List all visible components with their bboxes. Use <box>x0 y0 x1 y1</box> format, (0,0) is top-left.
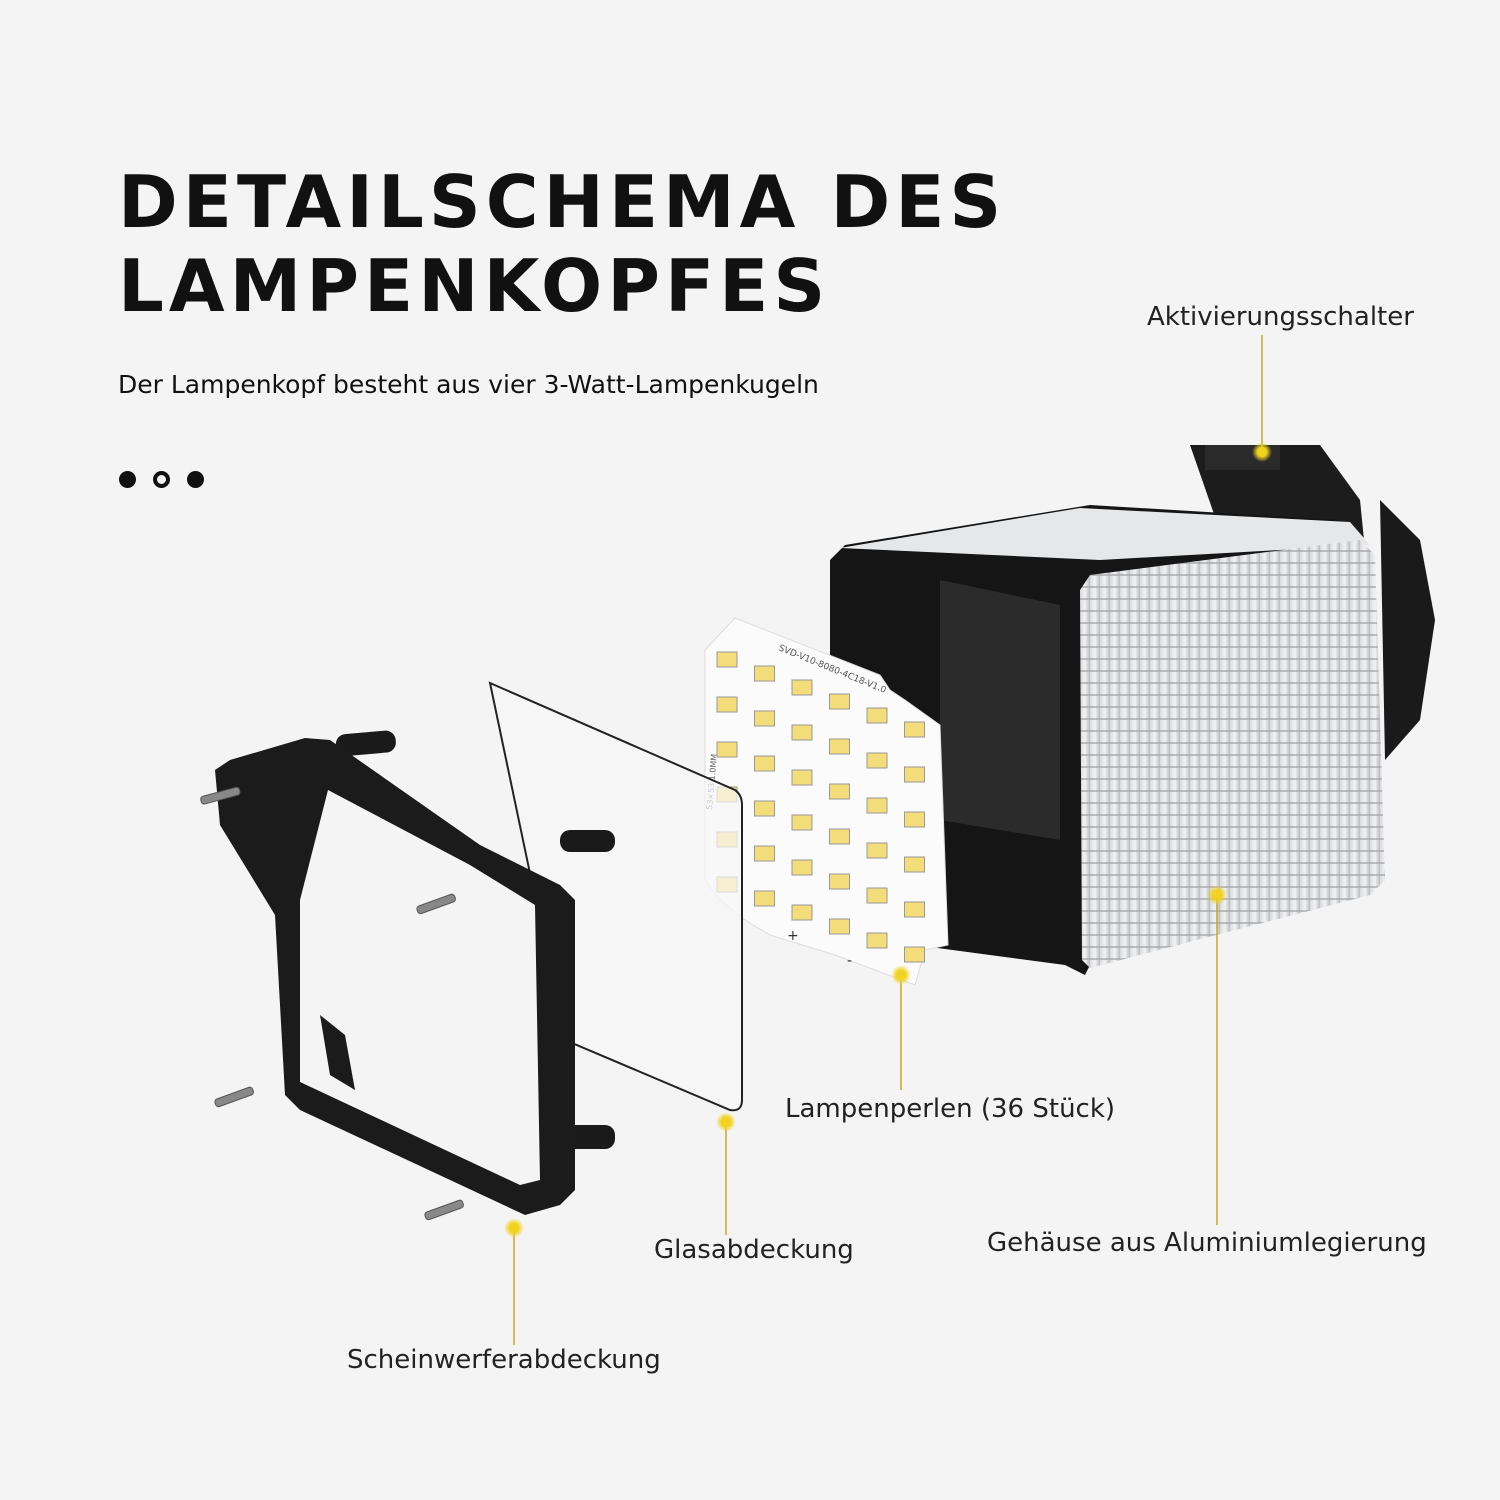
led-bead <box>866 887 888 904</box>
led-bead <box>866 707 888 724</box>
led-bead <box>904 766 925 783</box>
aluminium-housing <box>830 445 1435 975</box>
led-bead <box>904 946 925 963</box>
screw <box>214 1086 254 1108</box>
led-bead <box>716 651 738 668</box>
marker-switch <box>1252 442 1272 462</box>
label-headlight-cover: Scheinwerferabdeckung <box>347 1345 661 1375</box>
led-beads <box>716 651 925 963</box>
marker-housing <box>1207 885 1227 905</box>
led-board: SVD-V10-8080-4C18-V1.0 53×53 1.0MM + - <box>704 617 949 986</box>
led-bead <box>716 741 738 758</box>
page-dot-active[interactable] <box>153 471 170 488</box>
led-bead <box>904 811 925 828</box>
led-bead <box>754 755 775 772</box>
led-bead <box>829 738 850 755</box>
led-bead <box>866 797 888 814</box>
pcb-minus: - <box>847 953 852 969</box>
pagination-dots <box>119 471 204 488</box>
headlight-cover-frame <box>200 730 615 1221</box>
page-dot[interactable] <box>187 471 204 488</box>
led-bead <box>791 769 813 786</box>
led-bead <box>866 752 888 769</box>
page-title: DETAILSCHEMA DES LAMPENKOPFES <box>118 160 1006 328</box>
page-dot[interactable] <box>119 471 136 488</box>
led-bead <box>791 904 813 921</box>
led-bead <box>829 693 850 710</box>
led-bead <box>791 724 813 741</box>
led-bead <box>754 890 775 907</box>
label-activation-switch: Aktivierungsschalter <box>1147 302 1414 332</box>
led-bead <box>754 800 775 817</box>
title-line-1: DETAILSCHEMA DES <box>118 160 1007 244</box>
led-bead <box>904 901 925 918</box>
subtitle: Der Lampenkopf besteht aus vier 3-Watt-L… <box>118 370 819 399</box>
marker-glass <box>716 1112 736 1132</box>
callout-markers <box>504 442 1272 1238</box>
led-bead <box>791 859 813 876</box>
led-bead <box>829 873 850 890</box>
led-bead <box>754 710 775 727</box>
screw <box>416 893 456 915</box>
led-bead <box>866 932 888 949</box>
led-bead <box>754 665 775 682</box>
label-led-beads: Lampenperlen (36 Stück) <box>785 1094 1116 1124</box>
led-bead <box>716 696 738 713</box>
led-bead <box>754 845 775 862</box>
title-line-2: LAMPENKOPFES <box>118 244 831 328</box>
led-bead <box>829 918 850 935</box>
screw <box>424 1199 464 1221</box>
led-bead <box>829 828 850 845</box>
marker-beads <box>891 965 911 985</box>
led-bead <box>866 842 888 859</box>
pcb-plus: + <box>787 928 799 944</box>
screw <box>200 786 241 805</box>
glass-cover <box>488 681 743 1112</box>
label-aluminium-housing: Gehäuse aus Aluminiumlegierung <box>987 1228 1427 1258</box>
led-bead <box>791 679 813 696</box>
leader-lines <box>513 335 1263 1345</box>
led-bead <box>904 856 925 873</box>
marker-cover <box>504 1218 524 1238</box>
led-bead <box>904 721 925 738</box>
led-bead <box>829 783 850 800</box>
led-bead <box>791 814 813 831</box>
label-glass-cover: Glasabdeckung <box>654 1235 854 1265</box>
